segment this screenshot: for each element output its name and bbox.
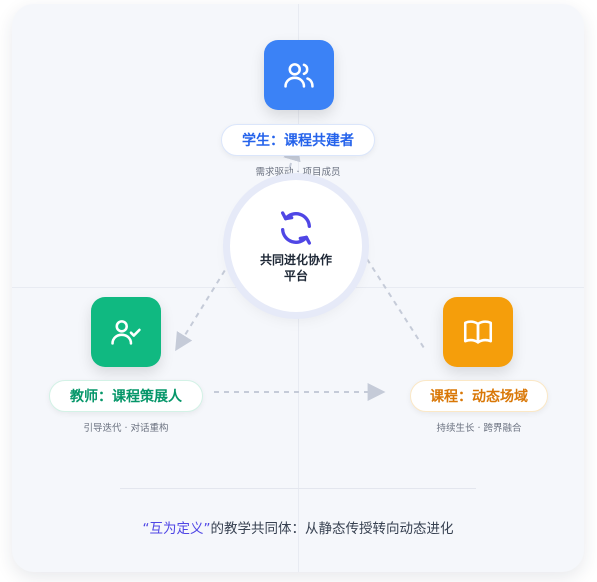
footer-divider bbox=[120, 488, 476, 489]
teacher-subtitle: 引导迭代 · 对话重构 bbox=[83, 423, 169, 434]
diagram-card: 学生：课程共建者 需求驱动 · 项目成员 共同进化协作平台 教师：课程策展人 引… bbox=[12, 4, 584, 572]
center-title: 共同进化协作平台 bbox=[259, 253, 332, 283]
student-icon-box bbox=[264, 40, 334, 110]
book-icon bbox=[463, 320, 493, 344]
teacher-icon-box bbox=[91, 297, 161, 367]
teacher-title: 教师：课程策展人 bbox=[70, 389, 182, 405]
arrow-center-to-student bbox=[283, 142, 301, 188]
student-title-pill: 学生：课程共建者 bbox=[221, 124, 375, 156]
footer-quote: “互为定义” bbox=[142, 521, 211, 537]
course-subtitle: 持续生长 · 跨界融合 bbox=[436, 423, 522, 434]
user-check-icon bbox=[111, 320, 141, 345]
student-title: 学生：课程共建者 bbox=[242, 133, 354, 149]
course-title: 课程：动态场域 bbox=[430, 389, 528, 405]
footer-text: “互为定义”的教学共同体：从静态传授转向动态进化 bbox=[12, 517, 584, 537]
student-subtitle: 需求驱动 · 项目成员 bbox=[255, 167, 341, 178]
connector-center-to-course bbox=[366, 258, 425, 349]
refresh-icon bbox=[281, 211, 311, 245]
flow-arrows bbox=[175, 142, 425, 401]
course-icon-box bbox=[443, 297, 513, 367]
users-icon bbox=[284, 63, 314, 88]
teacher-title-pill: 教师：课程策展人 bbox=[49, 380, 203, 412]
arrow-center-to-teacher bbox=[175, 261, 231, 352]
course-title-pill: 课程：动态场域 bbox=[410, 380, 548, 412]
footer-rest: 的教学共同体：从静态传授转向动态进化 bbox=[210, 521, 454, 537]
center-platform: 共同进化协作平台 bbox=[230, 180, 362, 312]
